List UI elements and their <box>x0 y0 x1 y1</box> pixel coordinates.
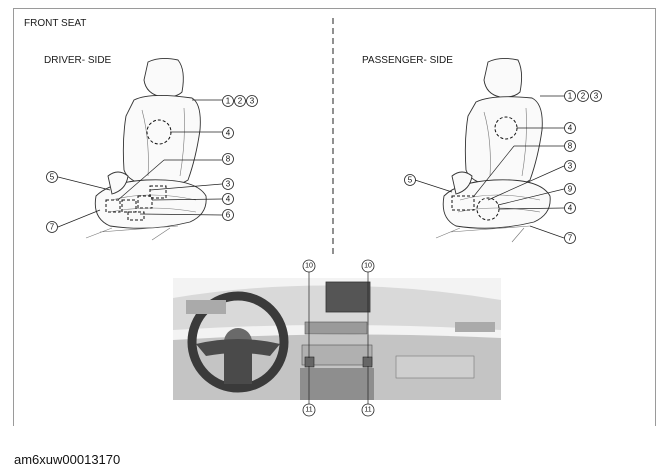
callout-driver-4: 4 <box>222 127 234 139</box>
callout-driver-6: 6 <box>222 209 234 221</box>
svg-text:2: 2 <box>238 97 243 106</box>
callout-driver-2: 2 <box>234 95 246 107</box>
callout-driver-4b: 4 <box>222 193 234 205</box>
svg-text:7: 7 <box>50 223 55 232</box>
svg-text:10: 10 <box>305 263 313 270</box>
svg-text:8: 8 <box>568 142 573 151</box>
callout-dash-10-right: 10 <box>361 259 375 273</box>
figure-frame <box>13 8 656 426</box>
callout-passenger-9: 9 <box>564 183 576 195</box>
svg-text:4: 4 <box>226 129 231 138</box>
svg-text:1: 1 <box>568 92 573 101</box>
callout-passenger-2: 2 <box>577 90 589 102</box>
svg-text:11: 11 <box>364 407 371 414</box>
svg-text:2: 2 <box>581 92 586 101</box>
svg-text:8: 8 <box>226 155 231 164</box>
driver-side-label: DRIVER- SIDE <box>44 55 112 66</box>
svg-text:4: 4 <box>226 195 231 204</box>
svg-text:5: 5 <box>50 173 55 182</box>
figure-title: FRONT SEAT <box>24 18 87 29</box>
svg-text:11: 11 <box>305 407 312 414</box>
passenger-seat-illustration <box>435 57 551 243</box>
callout-passenger-3: 3 <box>590 90 602 102</box>
callout-driver-7: 7 <box>46 221 58 233</box>
callout-passenger-3b: 3 <box>564 160 576 172</box>
callout-passenger-4b: 4 <box>564 202 576 214</box>
svg-text:3: 3 <box>568 162 573 171</box>
driver-seat-illustration <box>85 57 207 241</box>
callout-driver-3b: 3 <box>222 178 234 190</box>
svg-text:7: 7 <box>568 234 573 243</box>
svg-text:6: 6 <box>226 211 231 220</box>
callout-passenger-5: 5 <box>404 174 416 186</box>
callout-passenger-4: 4 <box>564 122 576 134</box>
callout-passenger-1: 1 <box>564 90 576 102</box>
callout-passenger-7: 7 <box>564 232 576 244</box>
callout-driver-3: 3 <box>246 95 258 107</box>
callout-driver-1: 1 <box>222 95 234 107</box>
callout-driver-8: 8 <box>222 153 234 165</box>
svg-text:3: 3 <box>250 97 255 106</box>
svg-text:1: 1 <box>226 97 231 106</box>
passenger-side-label: PASSENGER- SIDE <box>362 55 453 66</box>
svg-text:3: 3 <box>594 92 599 101</box>
callout-dash-11-right: 11 <box>361 403 375 417</box>
callout-dash-10-left: 10 <box>302 259 316 273</box>
passenger-leader-lines <box>414 95 565 239</box>
svg-text:3: 3 <box>226 180 231 189</box>
image-code-caption: am6xuw00013170 <box>14 452 121 467</box>
dashboard-illustration <box>173 278 501 400</box>
svg-text:9: 9 <box>568 185 573 194</box>
svg-text:4: 4 <box>568 124 573 133</box>
driver-leader-lines <box>57 99 223 228</box>
svg-text:4: 4 <box>568 204 573 213</box>
svg-text:5: 5 <box>408 176 413 185</box>
callout-driver-5: 5 <box>46 171 58 183</box>
callout-passenger-8: 8 <box>564 140 576 152</box>
callout-dash-11-left: 11 <box>302 403 316 417</box>
dashboard-leader-lines <box>308 272 369 404</box>
svg-text:10: 10 <box>364 263 372 270</box>
